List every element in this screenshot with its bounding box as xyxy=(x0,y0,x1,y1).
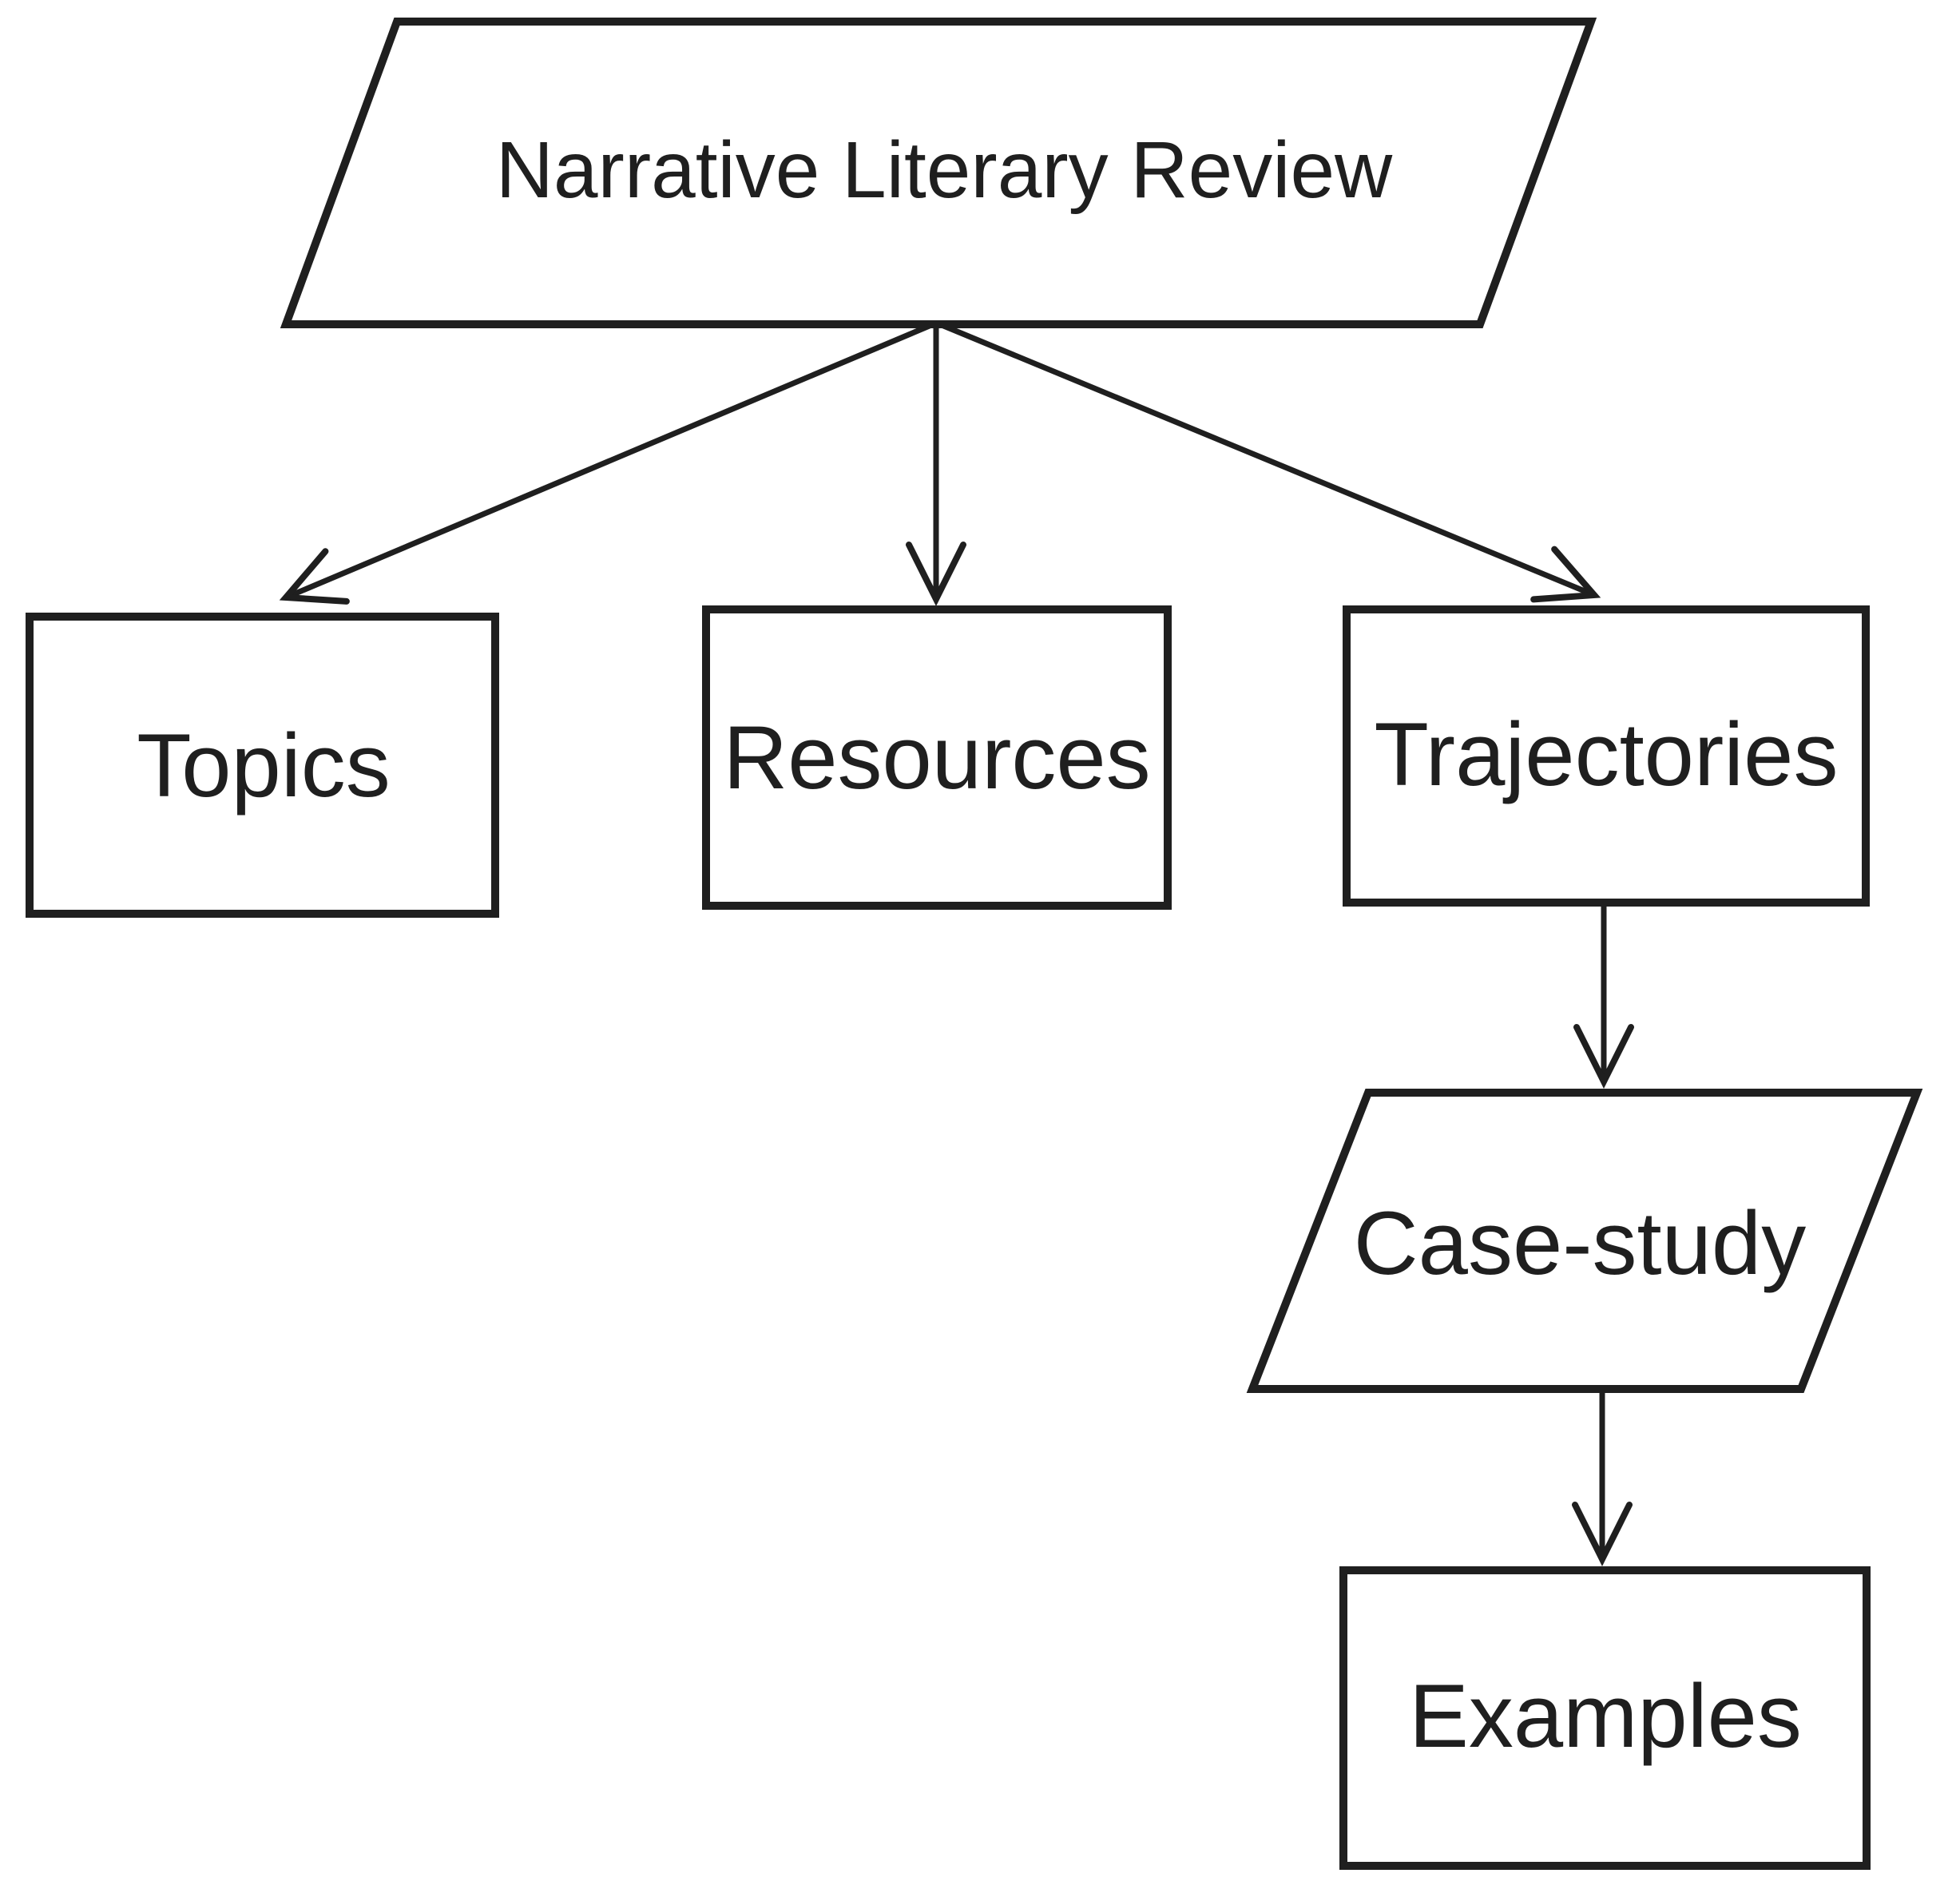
node-topics-shape xyxy=(26,613,499,918)
node-narrative-literary-review-label: Narrative Literary Review xyxy=(496,125,1393,215)
node-trajectories-shape xyxy=(1343,605,1870,907)
node-topics-label: Topics xyxy=(137,716,390,816)
edge-review-to-trajectories xyxy=(940,322,1601,603)
node-case-study: Case-study xyxy=(1246,1089,1923,1393)
node-examples-label: Examples xyxy=(1409,1666,1802,1766)
node-narrative-literary-review: Narrative Literary Review xyxy=(280,18,1597,328)
edge-review-to-topics xyxy=(279,322,933,605)
node-narrative-literary-review-shape xyxy=(280,18,1597,328)
node-examples-shape xyxy=(1339,1566,1871,1870)
node-trajectories-label: Trajectories xyxy=(1375,704,1839,804)
node-topics: Topics xyxy=(26,613,499,918)
node-examples: Examples xyxy=(1339,1566,1871,1870)
node-resources: Resources xyxy=(702,605,1172,910)
node-resources-label: Resources xyxy=(723,708,1150,808)
node-resources-shape xyxy=(702,605,1172,910)
node-trajectories: Trajectories xyxy=(1343,605,1870,907)
edges xyxy=(279,322,1634,1566)
node-case-study-shape xyxy=(1246,1089,1923,1393)
node-case-study-label: Case-study xyxy=(1354,1193,1806,1293)
